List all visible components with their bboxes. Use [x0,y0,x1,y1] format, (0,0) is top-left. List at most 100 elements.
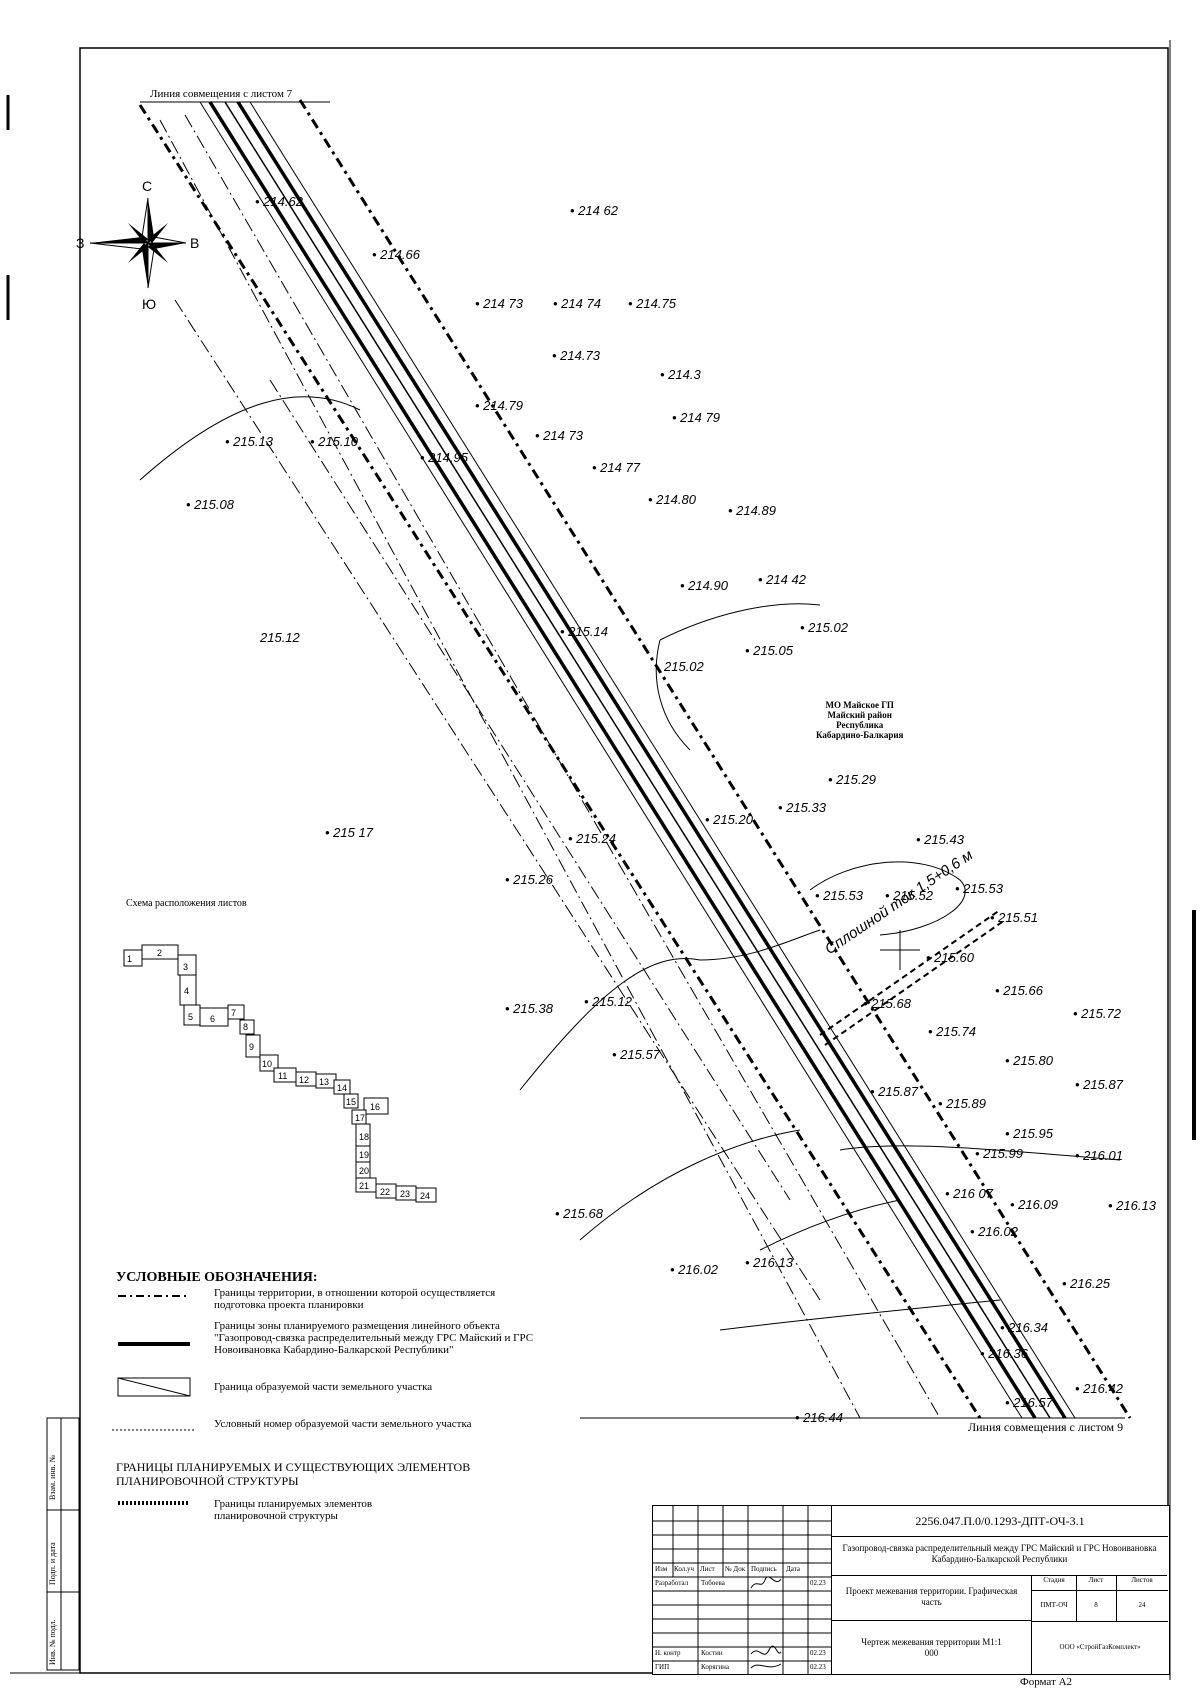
date-gip: 02.23 [810,1663,826,1671]
side-stamp [46,1417,80,1671]
org-name: ООО «СтройГазКомплект» [1031,1621,1168,1674]
elevation-label: • 215.24 [568,831,616,846]
elevation-label: • 216.34 [1000,1320,1048,1335]
planning-boundary [138,99,1132,1419]
doc-code: 2256.047.П.0/0.1293-ДПТ-ОЧ-3.1 [831,1506,1168,1537]
elevation-label: • 214.79 [475,398,523,413]
legend-symbols [112,1295,196,1505]
date-developer: 02.23 [810,1579,826,1587]
elevation-label: • 214 73 [475,296,523,311]
scheme-cell-label: 19 [359,1150,369,1160]
elevation-label: • 216.25 [1062,1276,1110,1291]
scheme-cell-label: 2 [157,948,162,958]
scheme-cell-label: 9 [249,1042,254,1052]
scheme-cell-label: 17 [355,1113,365,1123]
elevation-label: • 215.87 [870,1084,918,1099]
legend-item-2: Границы зоны планируемого размещения лин… [214,1320,534,1356]
signature-icon [750,1645,782,1669]
name-developer: Тобоева [701,1579,725,1587]
elevation-label: • 216 07 [945,1186,993,1201]
stage-value: ПМТ-ОЧ [1032,1590,1077,1621]
elevation-label: • 216.57 [1005,1395,1053,1410]
scheme-cell-label: 22 [380,1187,390,1197]
compass-east: В [190,235,199,251]
elevation-label: • 215.38 [505,1001,553,1016]
hdr-list: Лист [700,1565,715,1573]
elevation-label: • 216.02 [670,1262,718,1277]
part-name: Проект межевания территории. Графическая… [831,1576,1031,1621]
role-gip: ГИП [655,1663,670,1671]
scheme-cell-label: 11 [278,1071,287,1081]
elevation-label: • 215.26 [505,872,553,887]
date-norm: 02.23 [810,1649,826,1657]
terrain-lines [139,396,1121,1331]
title-block: 2256.047.П.0/0.1293-ДПТ-ОЧ-3.1 Газопрово… [652,1505,1170,1675]
elevation-label: • 214 42 [758,572,806,587]
elevation-label: • 215 17 [325,825,373,840]
elevation-label: • 215.89 [938,1096,986,1111]
drawing-name: Чертеж межевания территории М1:1 000 [831,1621,1031,1674]
north-arrow-icon: С Ю З В [76,178,199,312]
scheme-cell-label: 1 [127,954,132,964]
elevation-label: • 216.09 [1010,1197,1058,1212]
elevation-label: • 215.68 [555,1206,603,1221]
hdr-ndok: № Док [725,1565,746,1573]
elevation-label: • 215.05 [745,643,793,658]
elevation-label: • 214.73 [552,348,600,363]
sheet-scheme [123,944,437,1203]
elevation-label: • 216.01 [1075,1148,1123,1163]
legend-item-3: Граница образуемой части земельного учас… [214,1381,433,1393]
elevation-label: • 214.89 [728,503,776,518]
top-link-label: Линия совмещения с листом 7 [150,88,293,100]
hdr-sign: Подпись [751,1565,777,1573]
elevation-label: • 214 73 [535,428,583,443]
elevation-label: • 215.10 [310,434,358,449]
pipeline-zone [199,101,1076,1419]
side-stamp-1: Взам. инв. № [48,1454,57,1500]
name-norm: Костин [701,1649,723,1657]
sheet-value: 8 [1076,1590,1117,1621]
sheets-value: 24 [1138,1601,1146,1609]
elevation-label: • 215.43 [916,832,964,847]
format-label: Формат А2 [1020,1676,1073,1688]
scheme-cell-label: 6 [210,1014,215,1024]
sheets-header: Листов [1116,1576,1168,1591]
signature-icon [750,1576,782,1589]
elevation-label: • 214.3 [660,367,701,382]
elevation-label: • 216.13 [1108,1198,1156,1213]
elevation-label: • 214.90 [680,578,728,593]
scheme-cell-label: 14 [337,1083,347,1093]
compass-west: З [76,235,84,251]
elevation-label: • 214.75 [628,296,676,311]
legend-title: УСЛОВНЫЕ ОБОЗНАЧЕНИЯ: [116,1270,318,1285]
elevation-label: • 215.13 [225,434,273,449]
bottom-link-label: Линия совмещения с листом 9 [968,1420,1124,1434]
legend-item-1: Границы территории, в отношении которой … [214,1287,496,1311]
compass-south: Ю [142,296,156,312]
elevation-label: • 214.66 [372,247,420,262]
hdr-koluch: Кол.уч [674,1565,694,1573]
scheme-cell-label: 7 [231,1008,236,1018]
elevation-label: • 215.60 [926,950,974,965]
side-stamp-3: Инв. № подл. [48,1619,57,1665]
elevation-label: • 215.95 [1005,1126,1053,1141]
scheme-cell-label: 20 [359,1166,369,1176]
scheme-cell-label: 10 [262,1059,272,1069]
scheme-cell-label: 16 [370,1102,380,1112]
scheme-cell-label: 23 [400,1189,410,1199]
elevation-label: • 214 62 [570,203,618,218]
drain-channel [819,909,1006,1046]
elevation-label: • 214 79 [672,410,720,425]
elevation-label: • 215.53 [955,881,1003,896]
stage-header: Стадия [1032,1576,1077,1591]
elevation-label: • 216.02 [970,1224,1018,1239]
legend-item-4: Условный номер образуемой части земельно… [214,1418,472,1430]
revision-grid [653,1506,831,1674]
elevation-label: 215.02 [664,659,704,674]
scheme-cell-label: 15 [346,1097,356,1107]
elevation-label: • 215.68 [863,996,911,1011]
elevation-label: • 215.08 [186,497,234,512]
elevation-label: 215.12 [260,630,300,645]
